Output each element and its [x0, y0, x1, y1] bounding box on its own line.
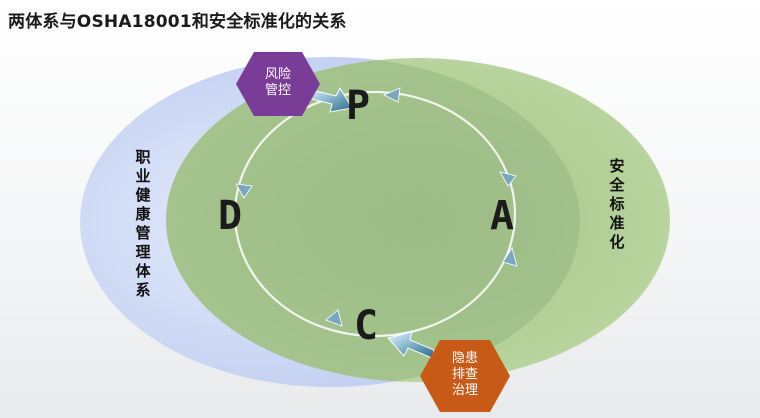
hazard-treatment-text: 隐患 排查 治理 [435, 351, 495, 399]
arrow-to-p [383, 87, 401, 103]
pdca-c-label: C [354, 303, 379, 349]
pdca-cycle-ring [233, 90, 517, 338]
right-system-label: 安全标准化 [609, 157, 625, 251]
left-system-label: 职业健康管理体系 [135, 148, 151, 299]
risk-control-line2: 管控 [264, 83, 291, 98]
risk-to-plan-arrow [307, 86, 353, 113]
risk-control-hexagon [236, 52, 320, 116]
right-system-ellipse [166, 58, 670, 382]
arrow-a-to-p [499, 171, 517, 187]
overlap-region [166, 58, 580, 382]
risk-control-line1: 风险 [264, 67, 291, 82]
hazard-treatment-hexagon [420, 340, 510, 412]
hazard-to-check-arrow [387, 331, 435, 359]
hazard-treatment-line2: 排查 [451, 367, 478, 382]
arrow-p-to-d [235, 183, 253, 199]
page-title: 两体系与OSHA18001和安全标准化的关系 [8, 12, 347, 32]
pdca-p-label: P [346, 83, 371, 129]
hazard-treatment-line3: 治理 [451, 383, 478, 398]
pdca-a-label: A [490, 193, 515, 239]
hazard-treatment-line1: 隐患 [451, 351, 478, 366]
arrow-d-to-c [325, 309, 343, 327]
arrow-c-to-a [502, 247, 518, 267]
risk-control-text: 风险 管控 [248, 67, 308, 99]
pdca-d-label: D [218, 193, 243, 239]
